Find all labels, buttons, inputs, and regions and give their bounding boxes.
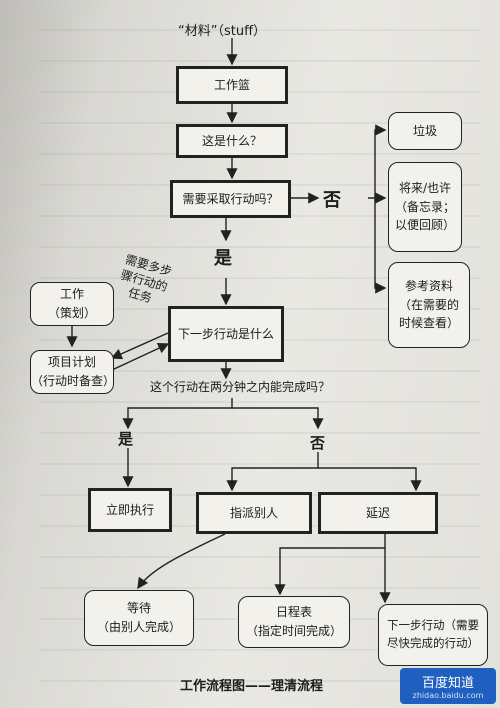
yes-label-2: 是 [118, 430, 134, 448]
yes-label-1: 是 [214, 248, 232, 269]
action-needed-node: 需要采取行动吗？ [170, 180, 291, 218]
inbox-node: 工作篮 [176, 66, 288, 104]
defer-node: 延迟 [318, 492, 438, 534]
calendar-node: 日程表 （指定时间完成） [238, 596, 350, 648]
what-is-it-node: 这是什么？ [176, 124, 288, 158]
two-minute-question: 这个行动在两分钟之内能完成吗？ [150, 380, 331, 394]
trash-node: 垃圾 [388, 112, 462, 150]
no-label-2: 否 [310, 434, 326, 452]
delegate-node: 指派别人 [196, 492, 312, 534]
next-action-node: 下一步行动是什么 [168, 306, 284, 362]
watermark-sub: zhidao.baidu.com [412, 691, 484, 700]
stuff-title: “材料”（stuff） [178, 24, 267, 39]
project-plan-node: 项目计划 （行动时备查） [30, 350, 115, 394]
work-planning-node: 工作 （策划） [30, 282, 114, 326]
watermark-main: 百度知道 [421, 676, 474, 691]
next-actions-list-node: 下一步行动（需要 尽快完成的行动） [378, 604, 488, 666]
someday-maybe-node: 将来/也许 （备忘录； 以便回顾） [388, 162, 462, 252]
do-it-now-node: 立即执行 [88, 488, 172, 532]
baidu-zhidao-watermark: 百度知道 zhidao.baidu.com [400, 668, 496, 704]
figure-caption: 工作流程图——理清流程 [180, 679, 324, 694]
no-label-1: 否 [323, 190, 341, 211]
reference-node: 参考资料 （在需要的 时候查看） [388, 262, 470, 348]
waiting-node: 等待 （由别人完成） [84, 590, 194, 646]
